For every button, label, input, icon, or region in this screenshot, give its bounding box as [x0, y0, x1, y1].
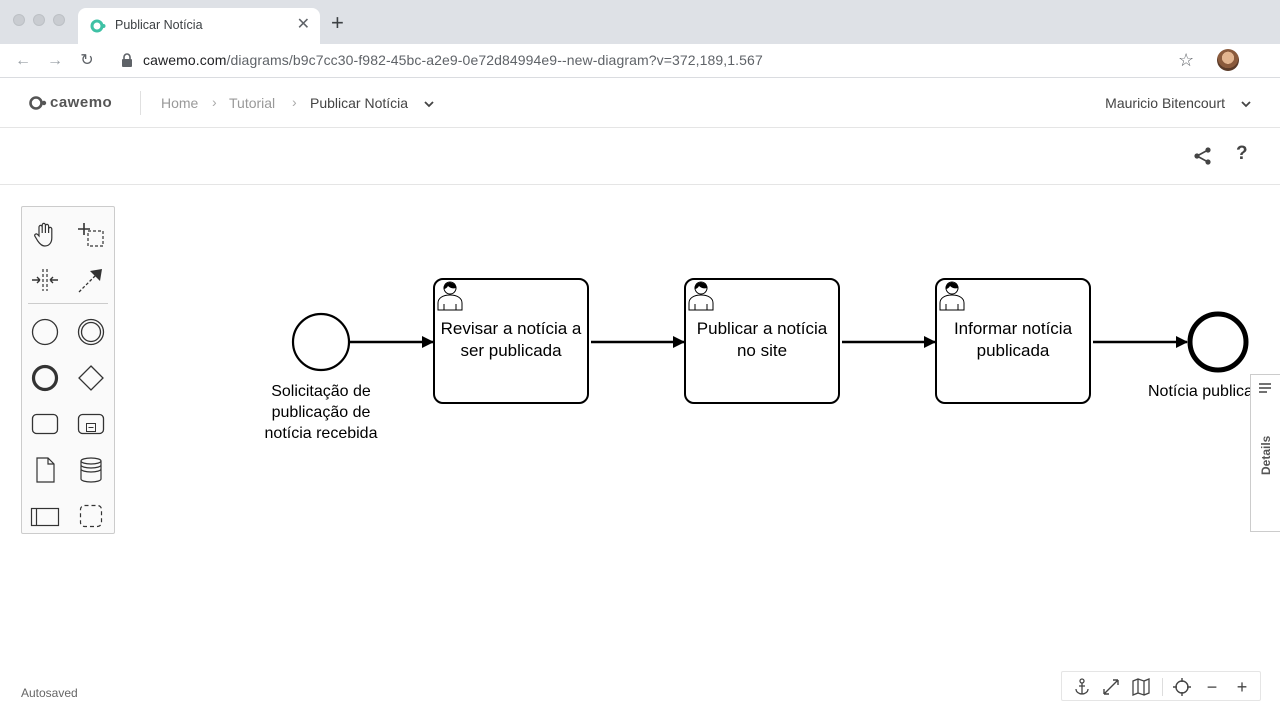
autosave-status: Autosaved: [21, 686, 78, 700]
breadcrumb-separator-icon: ›: [212, 94, 217, 110]
reset-zoom-crosshair-icon[interactable]: [1172, 677, 1192, 697]
zoom-separator: [1162, 678, 1163, 696]
browser-profile-avatar[interactable]: [1217, 49, 1239, 71]
breadcrumb-tutorial[interactable]: Tutorial: [229, 95, 276, 111]
app-header: cawemo Home › Tutorial › Publicar Notíci…: [0, 79, 1280, 128]
user-menu-chevron-down-icon[interactable]: [1241, 99, 1251, 109]
start-event-icon[interactable]: [30, 317, 60, 347]
hand-tool-icon[interactable]: [30, 219, 60, 249]
window-zoom-button[interactable]: [53, 14, 65, 26]
data-store-icon[interactable]: [76, 455, 106, 485]
user-menu[interactable]: Mauricio Bitencourt: [1105, 95, 1225, 111]
space-tool-icon[interactable]: [30, 265, 60, 295]
global-connect-tool-icon[interactable]: [76, 265, 106, 295]
zoom-in-icon[interactable]: +: [1236, 677, 1248, 697]
zoom-controls: − +: [1061, 671, 1261, 701]
end-event[interactable]: [1187, 311, 1249, 373]
help-icon[interactable]: ?: [1236, 143, 1248, 164]
details-label: Details: [1259, 435, 1273, 475]
user-task-icon: [437, 281, 463, 311]
lasso-tool-icon[interactable]: [76, 219, 106, 249]
pool-icon[interactable]: [30, 501, 60, 531]
new-tab-icon[interactable]: +: [331, 10, 344, 35]
end-event-label: Notícia publicada: [1148, 383, 1271, 400]
group-icon[interactable]: [76, 501, 106, 531]
start-event[interactable]: [291, 312, 351, 372]
diagram-canvas[interactable]: Solicitação de publicação de notícia rec…: [0, 185, 1280, 720]
data-object-icon[interactable]: [30, 455, 60, 485]
breadcrumb-home[interactable]: Home: [161, 95, 199, 111]
task-label: Publicar a notícia no site: [696, 319, 828, 360]
user-task-icon: [939, 281, 965, 311]
forward-arrow-icon[interactable]: →: [47, 52, 63, 69]
window-close-button[interactable]: [13, 14, 25, 26]
palette-separator: [28, 303, 108, 304]
breadcrumb-separator-icon: ›: [292, 94, 297, 110]
details-list-icon: [1259, 383, 1271, 393]
share-icon[interactable]: [1193, 146, 1213, 166]
task-label: Informar notícia publicada: [953, 319, 1073, 360]
user-task[interactable]: Revisar a notícia a ser publicada: [433, 278, 589, 404]
url-input[interactable]: cawemo.com/diagrams/b9c7cc30-f982-45bc-a…: [143, 52, 763, 68]
anchor-icon[interactable]: [1072, 677, 1092, 697]
fullscreen-icon[interactable]: [1101, 677, 1121, 697]
bpmn-palette: [21, 206, 115, 534]
zoom-out-icon[interactable]: −: [1206, 677, 1218, 697]
user-task[interactable]: Publicar a notícia no site: [684, 278, 840, 404]
minimap-icon[interactable]: [1131, 677, 1151, 697]
subprocess-icon[interactable]: [76, 409, 106, 439]
browser-tabstrip: Publicar Notícia ✕ +: [0, 0, 1280, 44]
window-minimize-button[interactable]: [33, 14, 45, 26]
end-event-icon[interactable]: [30, 363, 60, 393]
tab-title: Publicar Notícia: [115, 18, 203, 32]
tab-close-icon[interactable]: ✕: [296, 16, 310, 33]
details-panel-toggle[interactable]: Details: [1250, 374, 1280, 532]
logo-text: cawemo: [50, 94, 113, 111]
diagram-menu-chevron-down-icon[interactable]: [424, 99, 434, 109]
user-task-icon: [688, 281, 714, 311]
start-event-label: Solicitação de publicação de notícia rec…: [264, 383, 378, 442]
diagram-toolbar: [0, 129, 1280, 185]
header-divider: [140, 91, 141, 115]
user-task[interactable]: Informar notícia publicada: [935, 278, 1091, 404]
reload-icon[interactable]: ↻: [80, 52, 94, 69]
browser-tab[interactable]: Publicar Notícia ✕: [78, 8, 320, 44]
gateway-icon[interactable]: [76, 363, 106, 393]
back-arrow-icon[interactable]: ←: [15, 52, 31, 69]
cawemo-favicon-icon: [90, 19, 106, 33]
breadcrumb-current[interactable]: Publicar Notícia: [310, 95, 409, 111]
bookmark-star-icon[interactable]: ☆: [1178, 50, 1195, 70]
task-label: Revisar a notícia a ser publicada: [440, 319, 582, 360]
cawemo-logo-icon[interactable]: [28, 94, 48, 112]
intermediate-event-icon[interactable]: [76, 317, 106, 347]
lock-icon: [122, 53, 132, 67]
address-bar: ← → ↻ cawemo.com/diagrams/b9c7cc30-f982-…: [0, 44, 1280, 115]
task-icon[interactable]: [30, 409, 60, 439]
